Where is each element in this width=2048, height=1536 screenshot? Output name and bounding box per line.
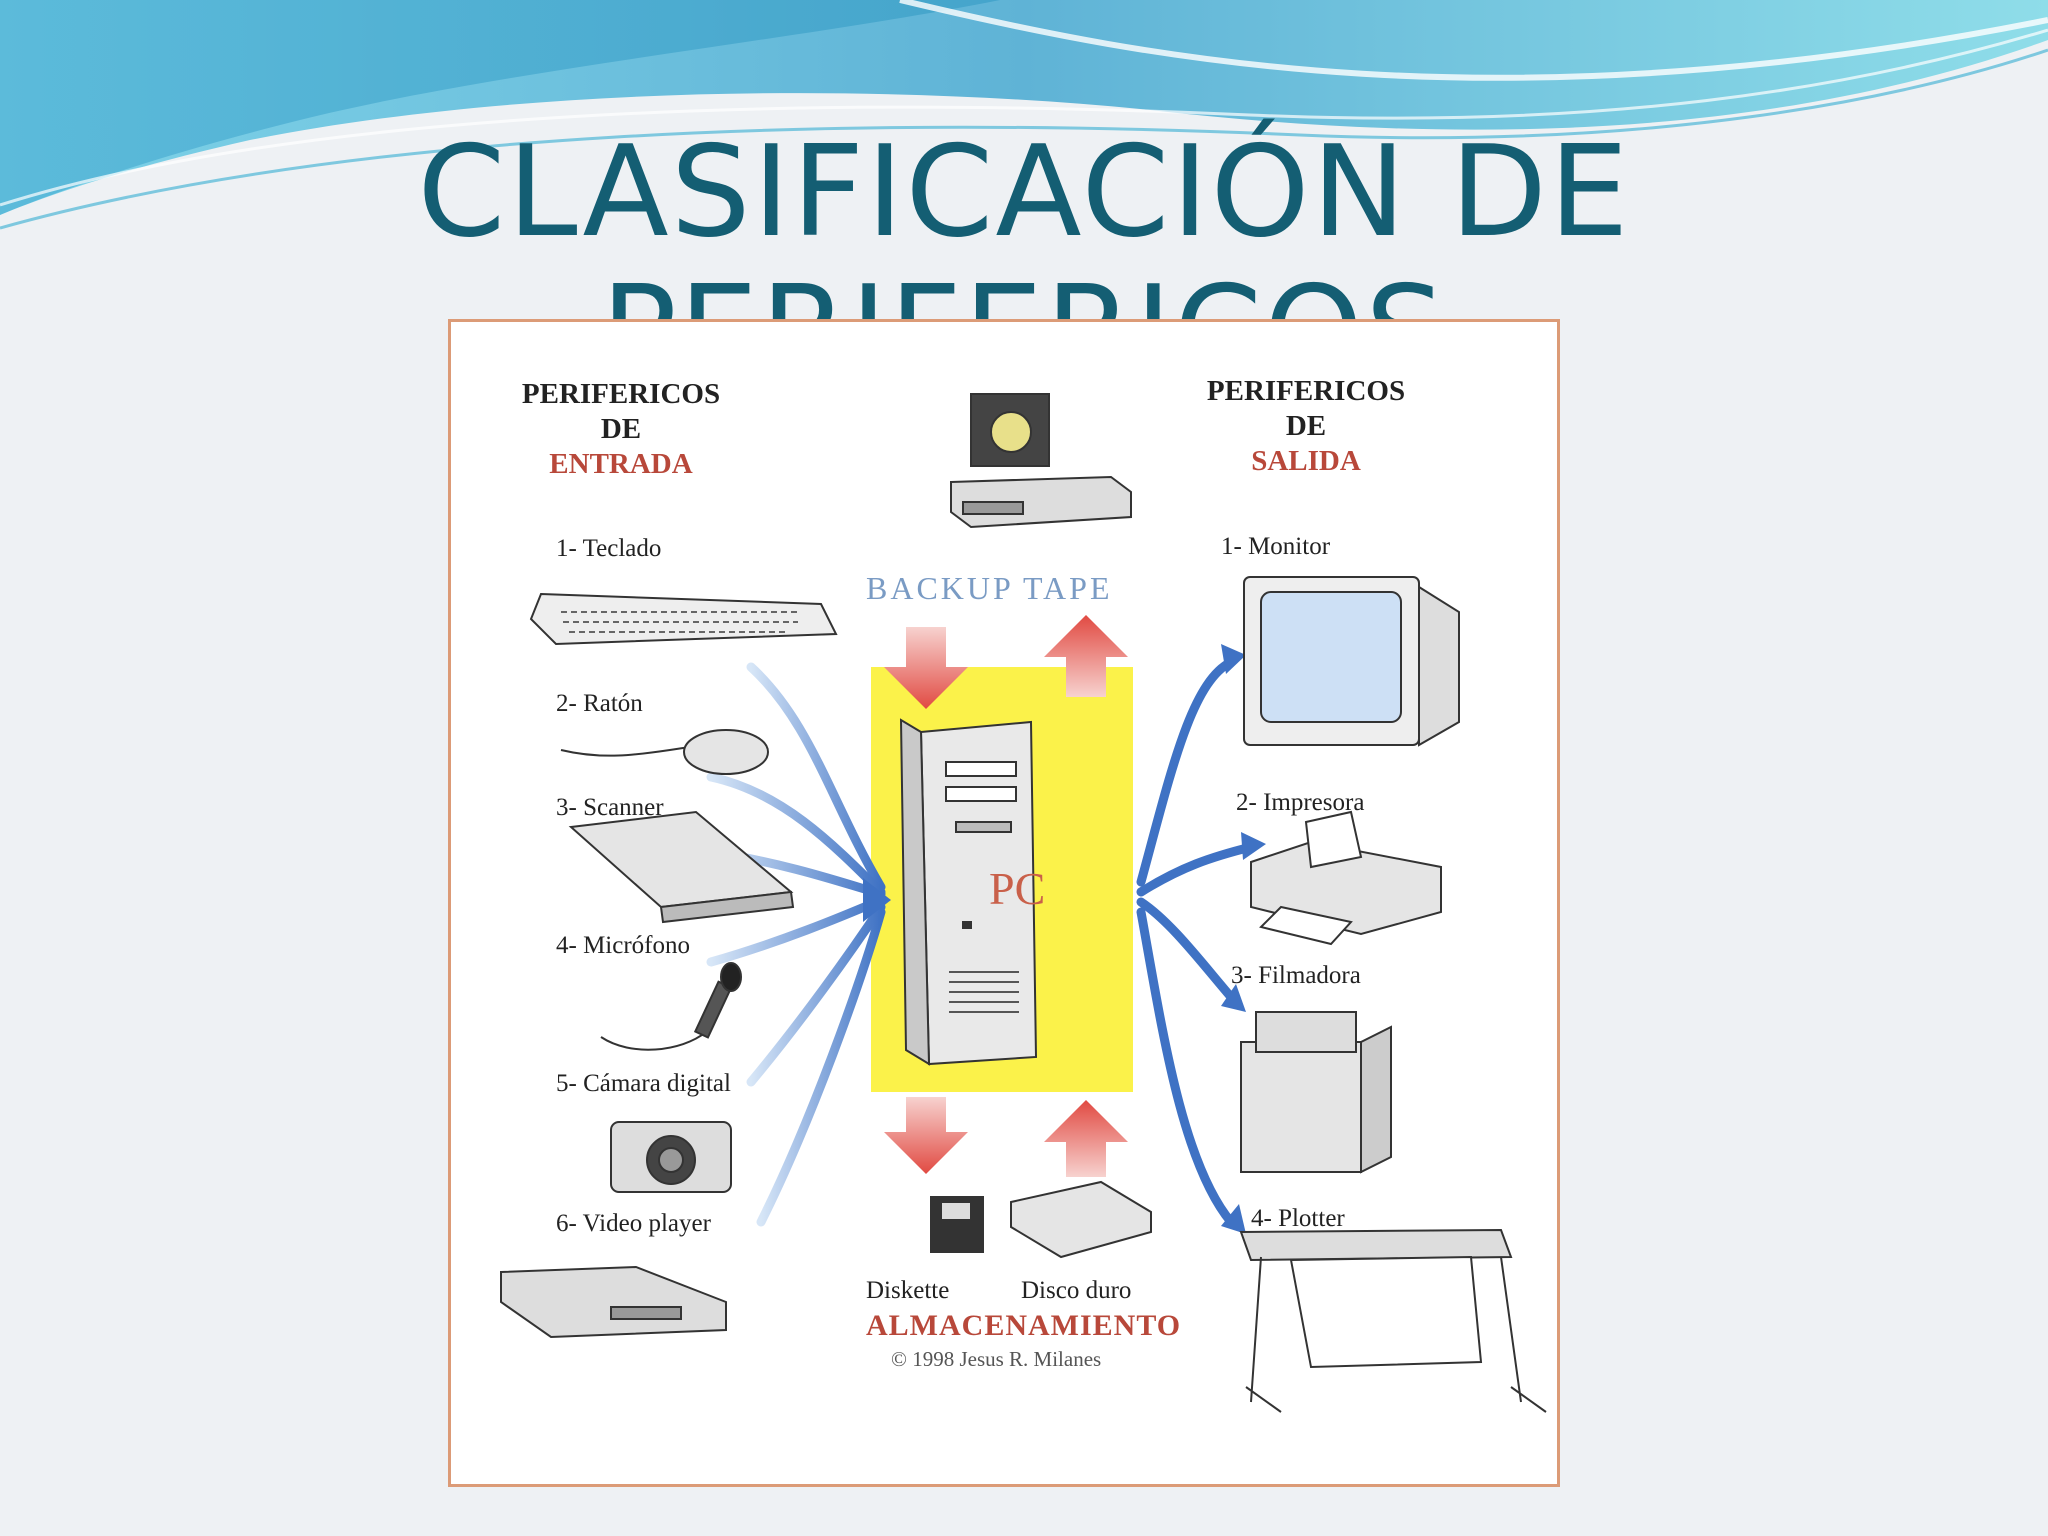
input-item-scanner: 3- Scanner: [556, 794, 664, 821]
input-header-line-3: ENTRADA: [549, 448, 693, 480]
storage-arrows: [884, 1097, 1128, 1177]
hard-disk-icon: [1010, 1180, 1152, 1259]
input-arrow-head: [863, 878, 891, 922]
scanner-icon: [568, 810, 795, 924]
input-header-line-1: PERIFERICOS: [521, 378, 721, 410]
output-item-monitor: 1- Monitor: [1221, 533, 1331, 560]
copyright-text: © 1998 Jesus R. Milanes: [891, 1347, 1102, 1371]
output-flow-arrows: [1136, 657, 1256, 1227]
monitor-icon: [1243, 576, 1460, 747]
mouse-icon: [560, 729, 769, 775]
input-flow-arrows: [706, 662, 886, 1227]
output-item-film-recorder: 3- Filmadora: [1231, 962, 1361, 989]
input-header: PERIFERICOS DE ENTRADA: [511, 377, 731, 482]
output-header-line-2: DE: [1285, 410, 1327, 442]
output-header: PERIFERICOS DE SALIDA: [1196, 374, 1416, 479]
input-item-camera: 5- Cámara digital: [556, 1070, 731, 1097]
output-item-printer: 2- Impresora: [1236, 789, 1365, 816]
input-item-microphone: 4- Micrófono: [556, 932, 690, 959]
film-recorder-icon: [1240, 1011, 1392, 1174]
diagram-artwork: [500, 393, 1547, 1413]
printer-icon: [1250, 810, 1442, 946]
storage-label: ALMACENAMIENTO: [866, 1309, 1182, 1342]
storage-item-diskette: Diskette: [866, 1277, 950, 1304]
plotter-icon: [1239, 1228, 1547, 1413]
video-player-icon: [500, 1265, 727, 1339]
pc-label: PC: [989, 863, 1046, 914]
pc-tower-icon: [899, 718, 1038, 1066]
input-header-line-2: DE: [600, 413, 642, 445]
digital-camera-icon: [610, 1121, 732, 1193]
input-item-video-player: 6- Video player: [556, 1210, 711, 1237]
backup-arrows: [884, 615, 1128, 709]
output-header-line-3: SALIDA: [1251, 445, 1361, 477]
backup-tape-drive-icon: [950, 393, 1132, 529]
storage-item-hard-disk: Disco duro: [1021, 1277, 1132, 1304]
header-wave-decoration: [0, 0, 2048, 230]
input-item-mouse: 2- Ratón: [556, 690, 643, 717]
backup-tape-label: BACKUP TAPE: [866, 570, 1113, 606]
output-header-line-1: PERIFERICOS: [1206, 375, 1406, 407]
microphone-icon: [600, 962, 742, 1051]
diskette-icon: [930, 1196, 984, 1253]
output-item-plotter: 4- Plotter: [1251, 1205, 1345, 1232]
input-item-keyboard: 1- Teclado: [556, 535, 662, 562]
peripherals-diagram: PERIFERICOS DE ENTRADA PERIFERICOS DE SA…: [448, 319, 1560, 1487]
output-arrow-heads: [1221, 644, 1266, 1234]
keyboard-icon: [529, 592, 838, 646]
